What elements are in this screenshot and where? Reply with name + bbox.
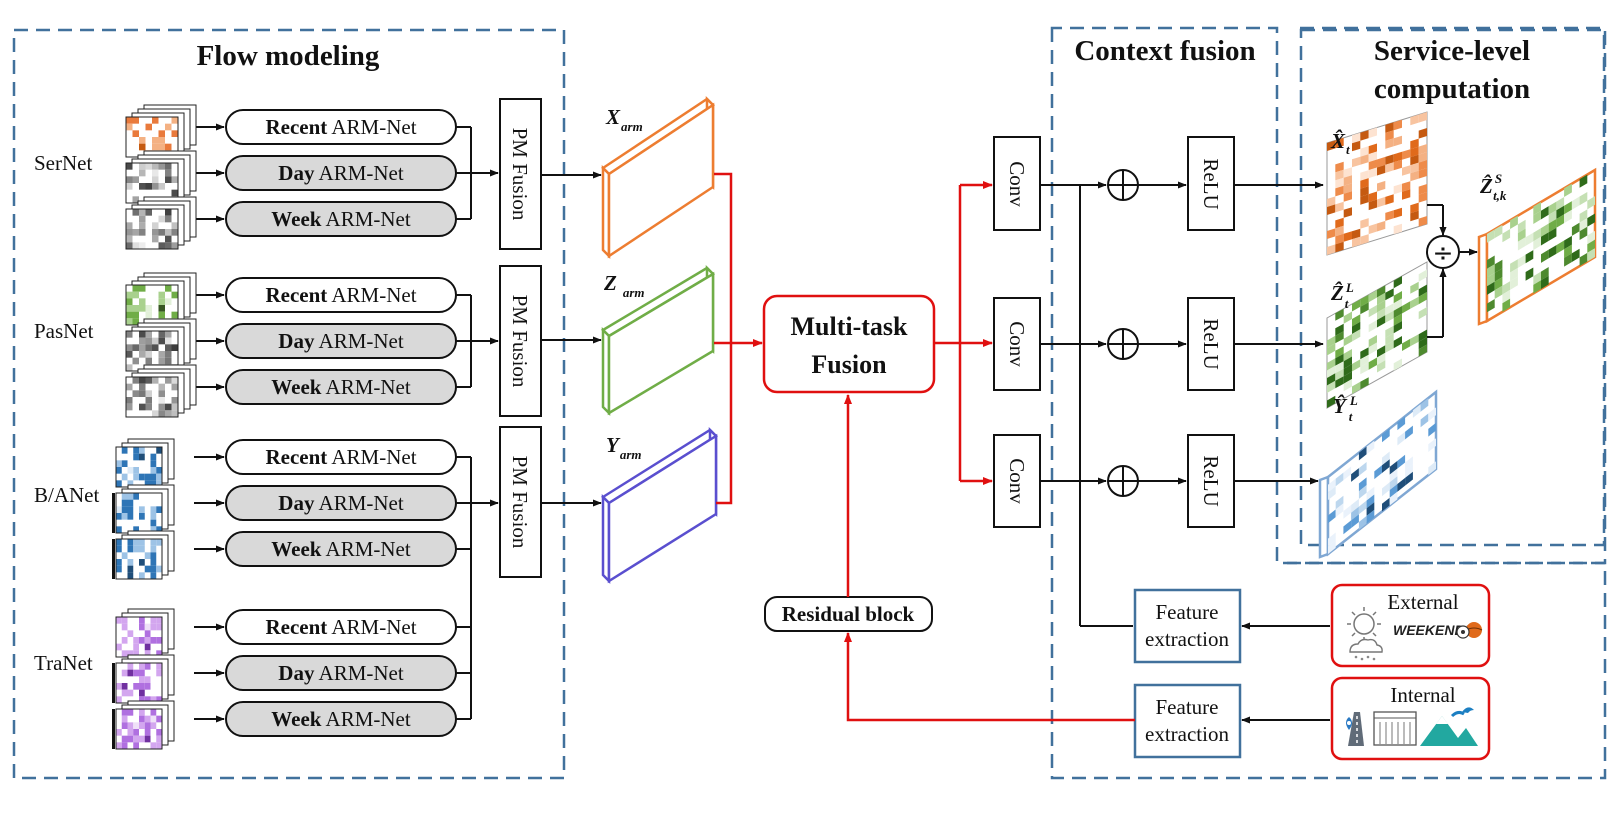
arm-net-label: Recent ARM-Net bbox=[265, 615, 416, 639]
sports-balls-icon bbox=[1456, 622, 1483, 639]
x-hat-label: X̂t bbox=[1330, 128, 1350, 157]
arm-net-label: Day ARM-Net bbox=[278, 491, 404, 515]
road-location-icon bbox=[1346, 712, 1364, 746]
relu-box-3 bbox=[1187, 434, 1235, 528]
arm-net-label: Recent ARM-Net bbox=[265, 115, 416, 139]
z-s-heatmap bbox=[1477, 167, 1597, 326]
input-image-stack bbox=[112, 484, 175, 534]
tensor-merge-line bbox=[714, 172, 733, 505]
relu-box-1 bbox=[1187, 136, 1235, 231]
arm-net-label: Day ARM-Net bbox=[278, 161, 404, 185]
pm-fusion-label: PM Fusion bbox=[508, 128, 532, 221]
conv-label-1: Conv bbox=[1005, 161, 1029, 207]
input-image-stack bbox=[115, 608, 175, 658]
input-image-stack bbox=[125, 104, 197, 158]
multi-task-fusion-label: Multi-task bbox=[791, 312, 909, 341]
arm-net-label: Week ARM-Net bbox=[271, 537, 411, 561]
pm-fusion-box bbox=[499, 98, 542, 250]
input-image-stack bbox=[112, 654, 175, 704]
conv-label-2: Conv bbox=[1005, 321, 1029, 367]
feature-extraction-box-1 bbox=[1133, 588, 1242, 664]
z-arm-tensor bbox=[600, 264, 716, 417]
conv-box-1 bbox=[993, 136, 1041, 231]
flow-modeling-title: Flow modeling bbox=[197, 40, 380, 72]
network-label: B/ANet bbox=[34, 483, 99, 507]
flow-modeling-box bbox=[12, 28, 566, 780]
pm-fusion-label: PM Fusion bbox=[508, 295, 532, 388]
conv-label-3: Conv bbox=[1005, 458, 1029, 504]
add-icon-1 bbox=[1107, 169, 1139, 201]
internal-label: Internal bbox=[1390, 683, 1455, 707]
service-level-inner-box bbox=[1299, 28, 1606, 547]
mountain-icon bbox=[1420, 707, 1478, 746]
add-icon-3 bbox=[1107, 465, 1139, 497]
input-image-stack bbox=[125, 196, 197, 250]
x-arm-tensor bbox=[601, 95, 715, 260]
multi-task-fusion-label-2: Fusion bbox=[811, 350, 887, 379]
arm-net-label: Recent ARM-Net bbox=[265, 445, 416, 469]
network-label: SerNet bbox=[34, 151, 92, 175]
input-image-stack bbox=[125, 150, 197, 204]
relu-label-1: ReLU bbox=[1199, 158, 1223, 209]
feature-extraction-label-2b: extraction bbox=[1145, 722, 1229, 746]
conv-box-3 bbox=[993, 434, 1041, 528]
y-arm-tensor bbox=[601, 426, 718, 585]
input-image-stack bbox=[112, 700, 175, 750]
pm-fusion-label: PM Fusion bbox=[508, 456, 532, 549]
network-label: PasNet bbox=[34, 319, 94, 343]
service-level-title: Service-level bbox=[1374, 35, 1530, 67]
relu-label-2: ReLU bbox=[1199, 318, 1223, 369]
pm-fusion-box bbox=[499, 265, 542, 417]
feature-extraction-label-1: Feature bbox=[1156, 600, 1219, 624]
external-label: External bbox=[1387, 590, 1458, 614]
y-hat-heatmap bbox=[1318, 389, 1438, 559]
weather-icon bbox=[1347, 607, 1383, 661]
internal-to-residual-line bbox=[844, 632, 1135, 722]
service-level-title-2: computation bbox=[1374, 73, 1530, 105]
arm-net-label: Week ARM-Net bbox=[271, 707, 411, 731]
building-icon bbox=[1373, 711, 1417, 746]
service-level-box bbox=[1283, 26, 1607, 565]
feature-extraction-label-2: Feature bbox=[1156, 695, 1219, 719]
add-icon-2 bbox=[1107, 328, 1139, 360]
z-hat-heatmap bbox=[1326, 261, 1428, 409]
input-image-stack bbox=[125, 272, 197, 326]
network-label: TraNet bbox=[34, 651, 93, 675]
arm-net-label: Week ARM-Net bbox=[271, 207, 411, 231]
relu-label-3: ReLU bbox=[1199, 455, 1223, 506]
input-image-stack bbox=[125, 318, 197, 372]
arm-net-label: Week ARM-Net bbox=[271, 375, 411, 399]
arm-net-label: Day ARM-Net bbox=[278, 661, 404, 685]
y-arm-label: Yarm bbox=[606, 433, 642, 462]
feature-extraction-label-1b: extraction bbox=[1145, 627, 1229, 651]
input-image-stack bbox=[115, 438, 175, 488]
divide-symbol: ÷ bbox=[1433, 238, 1454, 267]
input-image-stack bbox=[112, 530, 175, 580]
arm-net-label: Recent ARM-Net bbox=[265, 283, 416, 307]
context-fusion-title: Context fusion bbox=[1074, 35, 1255, 67]
x-arm-label: Xarm bbox=[605, 105, 643, 134]
input-image-stack bbox=[125, 364, 197, 418]
arm-net-label: Day ARM-Net bbox=[278, 329, 404, 353]
residual-block-label: Residual block bbox=[782, 602, 915, 626]
x-hat-heatmap bbox=[1326, 111, 1428, 256]
weekend-logo: WEEKEND! bbox=[1393, 622, 1470, 638]
